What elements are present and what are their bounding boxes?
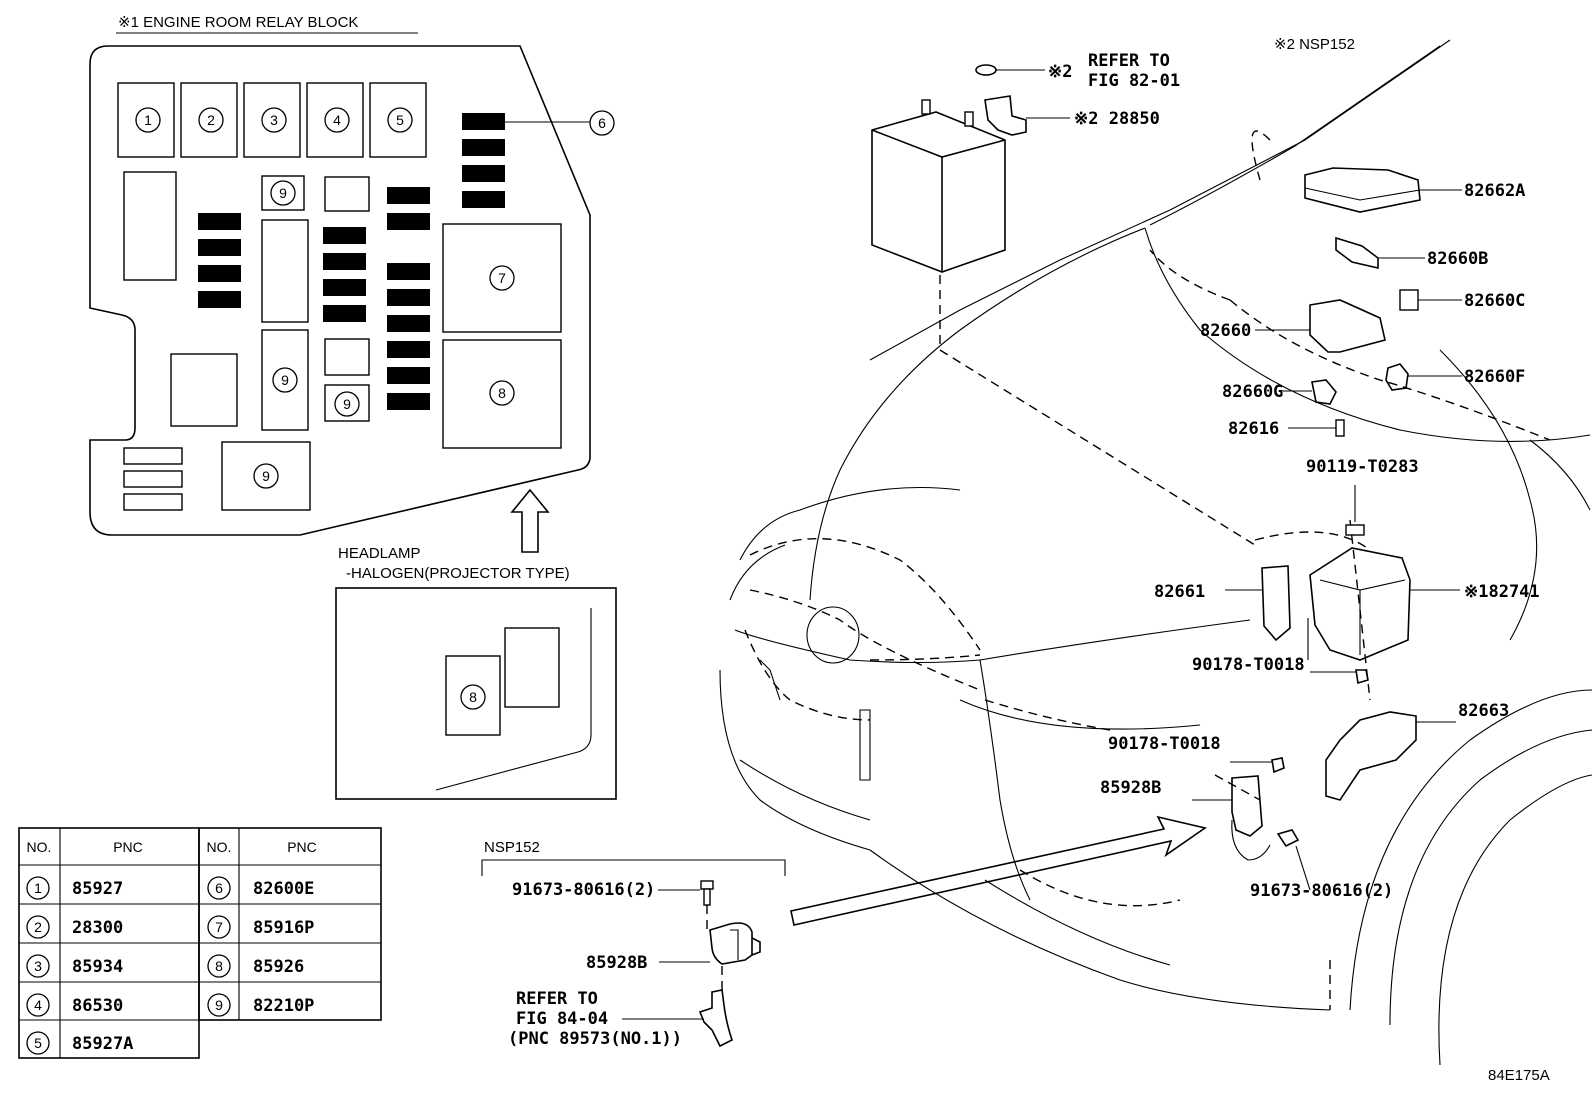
fuse-group-6: 6 [462, 110, 615, 208]
table-row-pnc: 82210P [253, 996, 314, 1016]
header-no-left: NO. [27, 839, 52, 855]
relay-left-tall [123, 171, 177, 281]
refer-a-line2: FIG 82-01 [1088, 71, 1180, 91]
label-90178b: 90178-T0018 [1108, 734, 1221, 754]
nsp-refer-line2: FIG 84-04 [516, 1009, 608, 1029]
table-row-no: 6 [215, 880, 223, 896]
table-row-no: 1 [34, 880, 42, 896]
callout-8: 8 [498, 385, 506, 401]
bolt-91673 [1276, 829, 1300, 848]
fuse-row-top: 1 2 3 4 5 [117, 82, 427, 158]
label-85928B: 85928B [1100, 778, 1161, 798]
nsp-refer-line1: REFER TO [516, 989, 598, 1009]
label-82660: 82660 [1200, 321, 1251, 341]
headlamp-inset: HEADLAMP -HALOGEN(PROJECTOR TYPE) 8 [335, 545, 617, 800]
table-row-pnc: 82600E [253, 879, 314, 899]
callout-7: 7 [498, 270, 506, 286]
label-90178a: 90178-T0018 [1192, 655, 1305, 675]
main-labels: ※2 NSP152 ※2 REFER TO FIG 82-01 ※2 28850… [1048, 36, 1540, 901]
callout-5: 5 [396, 112, 404, 128]
nsp-note: ※2 NSP152 [1274, 36, 1355, 53]
relay-cover [1304, 167, 1421, 213]
part-82660 [1309, 299, 1386, 353]
part-82660F [1385, 363, 1409, 391]
part-82660B [1335, 236, 1379, 270]
detail-pointer-arrow [790, 815, 1207, 926]
callout-4: 4 [333, 112, 341, 128]
pnc-table: NO. PNC NO. PNC 1 85927 2 28300 3 85934 … [18, 827, 382, 1059]
relay-block-panel: ※1 ENGINE ROOM RELAY BLOCK 1 2 3 4 5 6 [89, 14, 615, 553]
mark-2: ※2 [1048, 62, 1072, 82]
table-row-no: 5 [34, 1035, 42, 1051]
nsp-bolt-label: 91673-80616(2) [512, 880, 655, 900]
label-90119: 90119-T0283 [1306, 457, 1419, 477]
nut-90178b [1271, 757, 1285, 774]
callout-9b: 9 [281, 372, 289, 388]
part-82660C [1399, 289, 1419, 311]
bracket-82663 [1325, 711, 1417, 801]
refer-a-line1: REFER TO [1088, 51, 1170, 71]
table-row-no: 2 [34, 919, 42, 935]
callout-9c: 9 [343, 396, 351, 412]
nsp152-detail: NSP152 91673-80616(2) 85928B REFER TO FI… [481, 839, 786, 1049]
nsp-refer-line3: (PNC 89573(NO.1)) [508, 1029, 682, 1049]
header-no-right: NO. [207, 839, 232, 855]
header-pnc-right: PNC [287, 839, 317, 855]
callout-9a: 9 [279, 185, 287, 201]
headlamp-line2: -HALOGEN(PROJECTOR TYPE) [346, 565, 570, 582]
nsp-detail-title: NSP152 [484, 839, 540, 856]
vehicle-outline [719, 39, 1592, 1066]
part-82616 [1335, 419, 1345, 437]
label-82616: 82616 [1228, 419, 1279, 439]
callout-6: 6 [598, 115, 606, 131]
table-row-no: 7 [215, 919, 223, 935]
label-82741: ※182741 [1464, 582, 1540, 602]
part-82661 [1261, 565, 1291, 642]
callout-3: 3 [270, 112, 278, 128]
headlamp-callout-8: 8 [469, 689, 477, 705]
table-row-pnc: 85927 [72, 879, 123, 899]
relay-block-82741 [1309, 547, 1411, 661]
relay-block-title: ※1 ENGINE ROOM RELAY BLOCK [118, 14, 358, 31]
part-82660G [1311, 379, 1337, 405]
header-pnc-left: PNC [113, 839, 143, 855]
headlamp-line1: HEADLAMP [338, 545, 421, 562]
label-82662A: 82662A [1464, 181, 1525, 201]
label-91673: 91673-80616(2) [1250, 881, 1393, 901]
figure-code: 84E175A [1488, 1067, 1550, 1084]
table-row-pnc: 85926 [253, 957, 304, 977]
table-row-pnc: 85927A [72, 1034, 133, 1054]
callout-9d: 9 [262, 468, 270, 484]
up-arrow [510, 488, 550, 553]
nsp-sensor-label: 85928B [586, 953, 647, 973]
table-row-pnc: 86530 [72, 996, 123, 1016]
table-row-pnc: 85934 [72, 957, 123, 977]
label-82660C: 82660C [1464, 291, 1525, 311]
label-82661: 82661 [1154, 582, 1205, 602]
sensor-85928B [1231, 775, 1263, 837]
battery [871, 64, 1070, 273]
table-row-pnc: 85916P [253, 918, 314, 938]
relay-block-outline [89, 45, 591, 536]
label-82660F: 82660F [1464, 367, 1525, 387]
nut-90178a [1355, 669, 1369, 685]
table-row-no: 9 [215, 997, 223, 1013]
label-82660G: 82660G [1222, 382, 1283, 402]
label-28850: ※2 28850 [1074, 109, 1160, 129]
bolt-90119 [1345, 524, 1365, 536]
table-row-no: 4 [34, 997, 42, 1013]
label-82663: 82663 [1458, 701, 1509, 721]
callout-2: 2 [207, 112, 215, 128]
table-row-no: 8 [215, 958, 223, 974]
label-82660B: 82660B [1427, 249, 1488, 269]
callout-1: 1 [144, 112, 152, 128]
table-row-pnc: 28300 [72, 918, 123, 938]
table-row-no: 3 [34, 958, 42, 974]
